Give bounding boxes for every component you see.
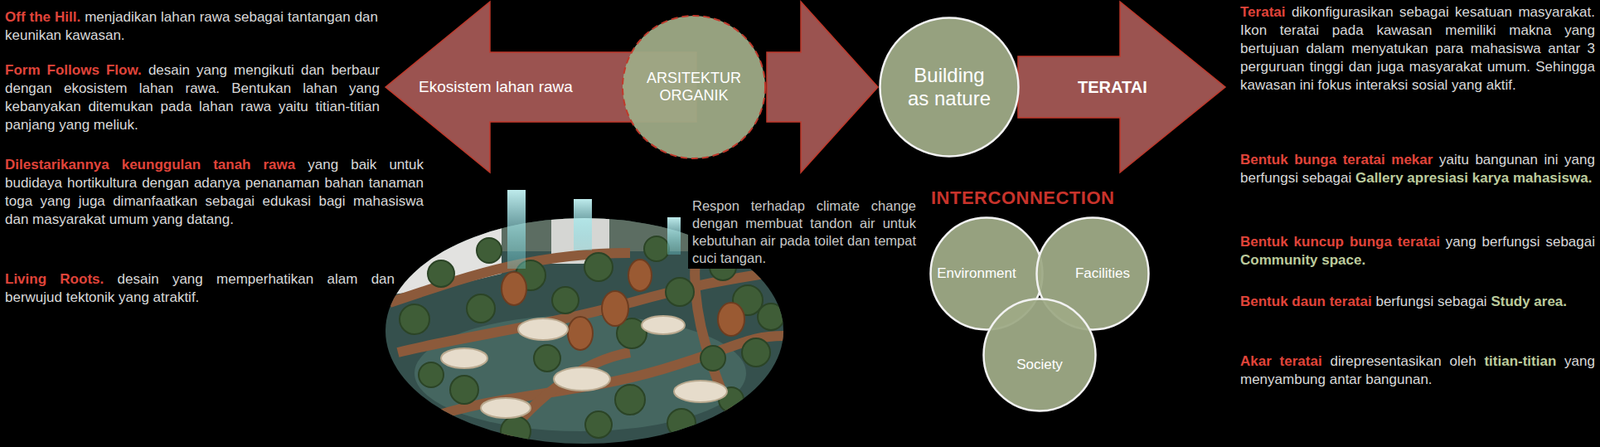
lead-term: Bentuk bunga teratai mekar — [1240, 151, 1433, 168]
lead-term: Bentuk kuncup bunga teratai — [1240, 233, 1440, 250]
leaf-canopy — [518, 318, 568, 340]
circle-outline — [880, 18, 1019, 157]
tree — [500, 416, 531, 447]
water-tank — [573, 198, 592, 251]
water-tank — [667, 217, 681, 255]
note-text: direpresentasikan oleh — [1329, 353, 1476, 369]
leaf-canopy — [441, 348, 488, 369]
leaf-canopy — [641, 315, 685, 335]
node-label: Ekosistem lahan rawa — [418, 77, 573, 97]
pavilion-pod — [628, 259, 652, 291]
node-label: Environment — [936, 265, 1016, 282]
node-label: TERATAI — [1077, 77, 1148, 97]
tree — [667, 408, 696, 437]
tree — [533, 344, 561, 372]
lead-term: Akar teratai — [1240, 353, 1323, 369]
concept-circle: Building as nature — [877, 15, 1021, 159]
lead-term: Dilestarikannya keunggulan tanah rawa — [4, 156, 296, 173]
lead-term: Off the Hill. — [4, 9, 81, 25]
tree — [757, 303, 785, 330]
pavilion-pod — [717, 302, 745, 336]
circle-outline — [622, 15, 766, 159]
tree — [700, 345, 726, 371]
node-label: Facilities — [1075, 265, 1130, 282]
circle-shape — [981, 296, 1098, 413]
boardwalk — [426, 335, 788, 419]
tree — [585, 411, 612, 438]
note-text: dikonfigurasikan sebagai kesatuan masyar… — [1240, 4, 1596, 93]
concept-note: Form Follows Flow. desain yang mengikuti… — [4, 61, 380, 135]
note-text: berfungsi sebagai — [1375, 293, 1487, 310]
tree — [427, 260, 455, 287]
node-label: ARSITEKTUR ORGANIK — [635, 69, 752, 104]
site-render — [414, 315, 747, 432]
concept-note: Bentuk daun teratai berfungsi sebagai St… — [1240, 292, 1596, 311]
node-label: Building as nature — [901, 63, 998, 110]
leaf-canopy — [480, 397, 531, 418]
boardwalk — [397, 269, 788, 353]
leaf-canopy — [441, 315, 728, 418]
tree — [476, 237, 502, 263]
concept-note: Teratai dikonfigurasikan sebagai kesatua… — [1240, 3, 1596, 95]
flow-arrow — [766, 1, 878, 173]
tree — [399, 304, 430, 335]
concept-note: Living Roots. desain yang memperhatikan … — [4, 270, 395, 307]
note-text: Respon terhadap climate change dengan me… — [692, 198, 917, 266]
tree — [552, 286, 579, 314]
boardwalk — [389, 248, 788, 447]
concept-note: Akar teratai direpresentasikan oleh titi… — [1240, 352, 1596, 389]
leaf-canopy — [553, 367, 611, 391]
tree — [615, 384, 645, 415]
section-heading: INTERCONNECTION — [930, 187, 1147, 209]
highlight-term: Gallery apresiasi karya mahasiswa. — [1355, 169, 1592, 186]
concept-note: Bentuk kuncup bunga teratai yang berfung… — [1240, 232, 1596, 270]
note-text: INTERCONNECTION — [930, 187, 1115, 209]
tree — [644, 236, 670, 262]
node-label: Society — [1016, 356, 1063, 374]
highlight-term: Study area. — [1490, 293, 1567, 310]
site-render — [385, 218, 502, 296]
water-tank — [507, 189, 681, 269]
band-arrow: TERATAI — [1018, 0, 1227, 175]
concept-circle: ARSITEKTUR ORGANIK — [620, 14, 767, 160]
lead-term: Form Follows Flow. — [4, 62, 142, 78]
concept-note: Dilestarikannya keunggulan tanah rawa ya… — [4, 155, 424, 229]
pavilion-pod — [501, 259, 745, 350]
lead-term: Teratai — [1240, 4, 1286, 20]
water-tank — [507, 189, 526, 269]
lead-term: Living Roots. — [4, 271, 104, 287]
concept-note: Off the Hill. menjadikan lahan rawa seba… — [4, 8, 379, 45]
leaf-canopy — [673, 380, 728, 403]
lead-term: Bentuk daun teratai — [1240, 293, 1373, 310]
circle-outline — [984, 299, 1096, 412]
pavilion-pod — [501, 271, 527, 306]
note-text: yang berfungsi sebagai — [1445, 233, 1596, 250]
tree — [450, 375, 479, 404]
tree — [418, 362, 444, 388]
pavilion-pod — [601, 290, 629, 326]
callout-note: Respon terhadap climate change dengan me… — [688, 195, 921, 269]
concept-note: Bentuk bunga teratai mekar yaitu banguna… — [1240, 150, 1596, 188]
highlight-term: titian-titian — [1483, 353, 1557, 369]
boardwalk — [694, 248, 747, 447]
tree — [741, 338, 771, 367]
tree — [466, 294, 495, 323]
venn-circle: Society — [981, 296, 1098, 413]
arrow-outline — [1018, 1, 1226, 173]
pavilion-pod — [567, 316, 593, 350]
tree — [584, 252, 613, 282]
tree — [665, 277, 694, 306]
highlight-term: Community space. — [1240, 252, 1366, 268]
